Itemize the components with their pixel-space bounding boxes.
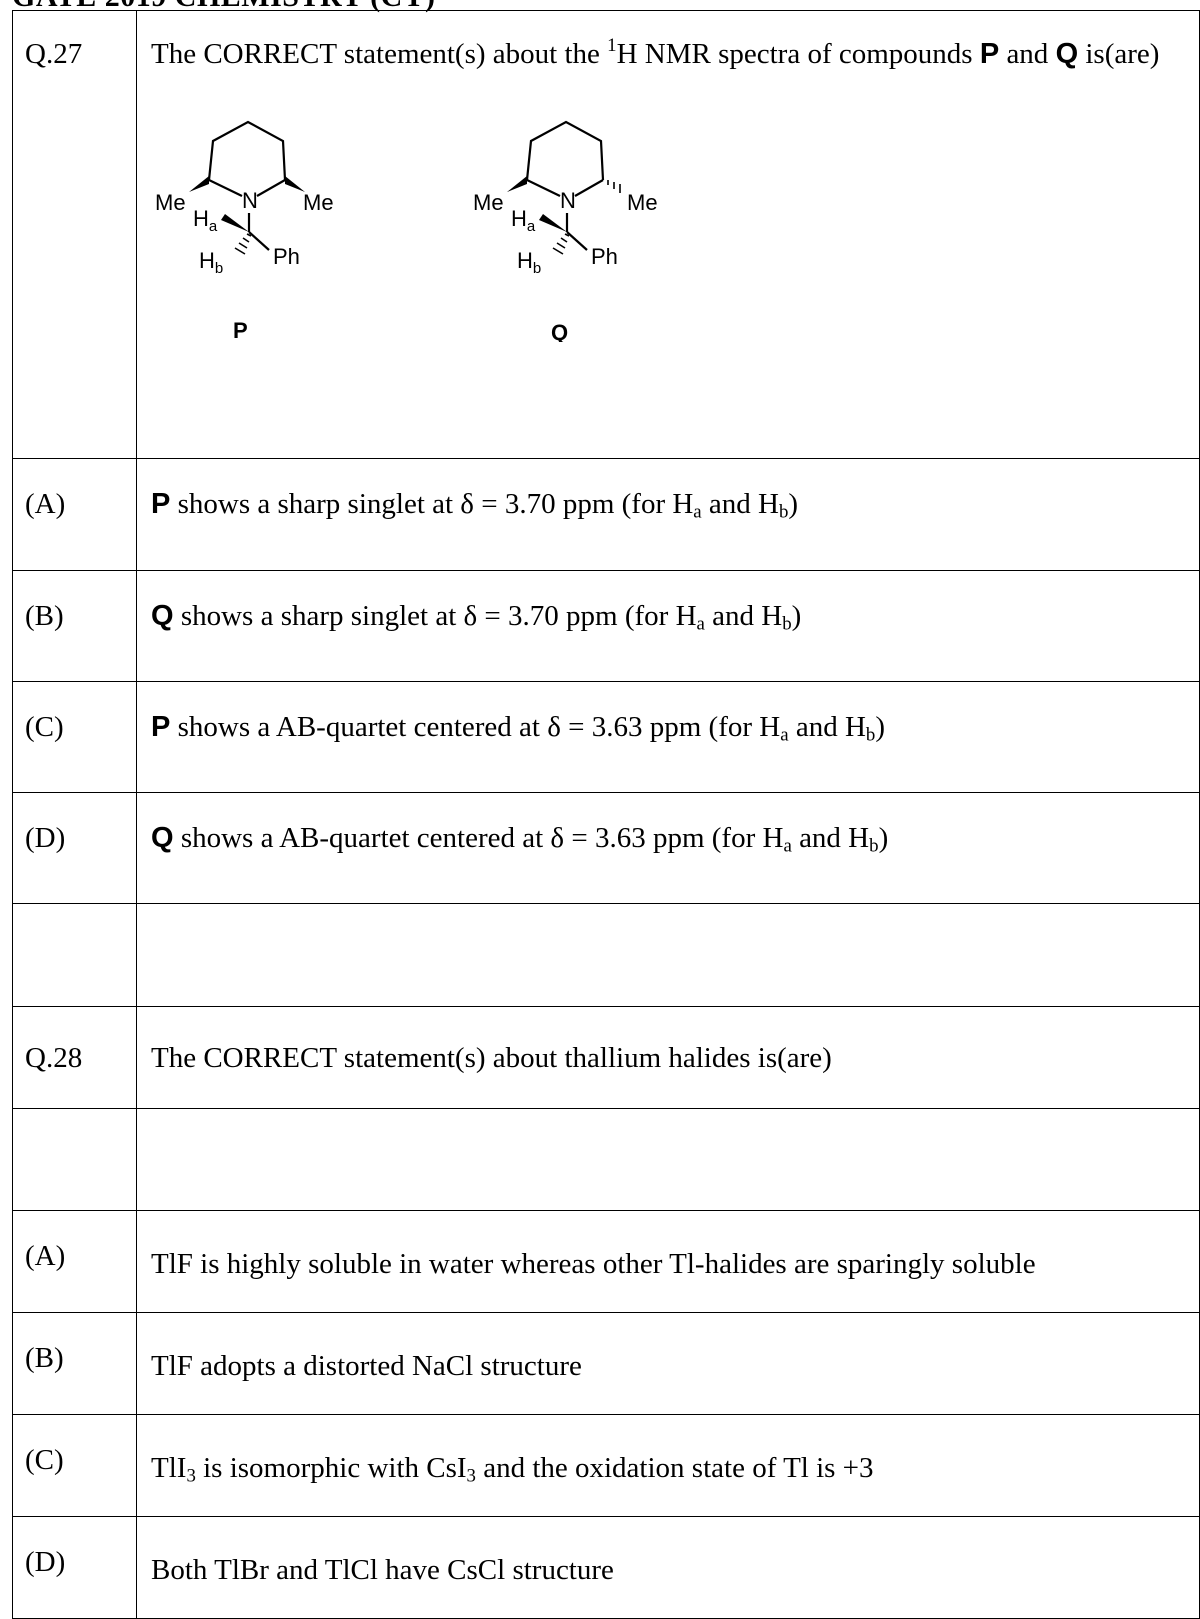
stem-text: is(are): [1078, 38, 1160, 70]
option-row: (A) P shows a sharp singlet at δ = 3.70 …: [12, 458, 1200, 571]
question-stem-cell: The CORRECT statement(s) about thallium …: [136, 1006, 1200, 1109]
option-text-cell: Q shows a sharp singlet at δ = 3.70 ppm …: [136, 570, 1200, 682]
q28-stem-row: Q.28 The CORRECT statement(s) about thal…: [12, 1006, 1200, 1109]
wedge-bond-ha: [221, 213, 249, 232]
option-text-cell: TlI3 is isomorphic with CsI3 and the oxi…: [136, 1414, 1200, 1517]
atom-label-hb: Hb: [517, 248, 541, 277]
option-letter: (D): [25, 1546, 66, 1578]
option-letter-cell: (A): [12, 458, 137, 571]
option-text: TlI3 is isomorphic with CsI3 and the oxi…: [151, 1452, 874, 1487]
atom-label-me-left: Me: [473, 190, 504, 215]
atom-label-hb: Hb: [199, 248, 223, 277]
empty-cell: [12, 1108, 137, 1211]
ring-bonds: [525, 120, 605, 180]
wedge-bond: [507, 175, 527, 192]
wedge-bond: [189, 175, 209, 192]
option-letter: (A): [25, 488, 66, 520]
wedge-bond-ha: [539, 213, 567, 232]
atom-label-me-right: Me: [303, 190, 334, 215]
structures-area: N Me Me Ha Hb P: [151, 72, 1199, 352]
option-text-cell: TlF is highly soluble in water whereas o…: [136, 1210, 1200, 1313]
q27-stem-row: Q.27 The CORRECT statement(s) about the …: [12, 10, 1200, 459]
stem-superscript: 1: [607, 34, 617, 56]
empty-cell: [136, 1108, 1200, 1211]
question-number-cell: Q.28: [12, 1006, 137, 1109]
bond: [574, 178, 604, 197]
option-row: (D) Both TlBr and TlCl have CsCl structu…: [12, 1516, 1200, 1619]
stem-text: H NMR spectra of compounds: [616, 38, 980, 70]
atom-label-me-right: Me: [627, 190, 658, 215]
option-row: (B) TlF adopts a distorted NaCl structur…: [12, 1312, 1200, 1415]
option-row: (B) Q shows a sharp singlet at δ = 3.70 …: [12, 570, 1200, 682]
ring-bonds: [207, 120, 287, 180]
option-text-cell: Both TlBr and TlCl have CsCl structure: [136, 1516, 1200, 1619]
bond: [526, 178, 561, 197]
option-letter-cell: (D): [12, 1516, 137, 1619]
option-letter: (C): [25, 711, 64, 743]
bond: [566, 230, 588, 251]
option-letter-cell: (B): [12, 1312, 137, 1415]
option-text-cell: Q shows a AB-quartet centered at δ = 3.6…: [136, 792, 1200, 904]
question-table: Q.27 The CORRECT statement(s) about the …: [12, 10, 1200, 1619]
atom-label-ph: Ph: [273, 244, 300, 269]
option-letter: (B): [25, 600, 64, 632]
empty-row: [12, 1108, 1200, 1211]
atom-label-n: N: [242, 188, 258, 213]
question-number: Q.27: [25, 38, 83, 70]
empty-cell: [12, 903, 137, 1007]
compound-label-q: Q: [551, 320, 568, 342]
structure-p: N Me Me Ha Hb P: [155, 120, 334, 342]
option-letter: (C): [25, 1444, 64, 1476]
atom-label-ha: Ha: [511, 206, 536, 235]
option-row: (A) TlF is highly soluble in water where…: [12, 1210, 1200, 1313]
option-text: P shows a sharp singlet at δ = 3.70 ppm …: [151, 488, 799, 523]
option-text-cell: P shows a AB-quartet centered at δ = 3.6…: [136, 681, 1200, 793]
structure-q: N Me Me Ha Hb P: [473, 120, 658, 342]
option-letter: (D): [25, 822, 66, 854]
compound-p-ref: P: [979, 38, 1000, 70]
stem-text: and: [999, 38, 1056, 70]
question-stem-cell: The CORRECT statement(s) about the 1H NM…: [136, 10, 1200, 459]
empty-row: [12, 903, 1200, 1007]
question-number-cell: Q.27: [12, 10, 137, 459]
hash-bond-hb: [234, 233, 252, 255]
option-text: TlF adopts a distorted NaCl structure: [151, 1350, 582, 1382]
structures-figure: N Me Me Ha Hb P: [155, 120, 658, 342]
option-text: P shows a AB-quartet centered at δ = 3.6…: [151, 711, 886, 746]
empty-cell: [136, 903, 1200, 1007]
atom-label-me-left: Me: [155, 190, 186, 215]
question-stem: The CORRECT statement(s) about the 1H NM…: [151, 11, 1199, 72]
option-letter-cell: (C): [12, 1414, 137, 1517]
option-text: Q shows a sharp singlet at δ = 3.70 ppm …: [151, 600, 802, 635]
option-letter: (A): [25, 1240, 66, 1272]
option-text: Q shows a AB-quartet centered at δ = 3.6…: [151, 822, 889, 857]
atom-label-n: N: [560, 188, 576, 213]
atom-label-ha: Ha: [193, 206, 218, 235]
option-row: (D) Q shows a AB-quartet centered at δ =…: [12, 792, 1200, 904]
compound-q-ref: Q: [1055, 38, 1079, 70]
question-number: Q.28: [25, 1042, 83, 1074]
option-letter-cell: (D): [12, 792, 137, 904]
option-text-cell: P shows a sharp singlet at δ = 3.70 ppm …: [136, 458, 1200, 571]
bond: [248, 230, 270, 251]
question-stem: The CORRECT statement(s) about thallium …: [151, 1042, 832, 1074]
hash-bond-hb: [552, 233, 570, 255]
option-letter-cell: (B): [12, 570, 137, 682]
option-row: (C) TlI3 is isomorphic with CsI3 and the…: [12, 1414, 1200, 1517]
wedge-bond: [285, 175, 305, 192]
option-row: (C) P shows a AB-quartet centered at δ =…: [12, 681, 1200, 793]
compound-label-p: P: [233, 318, 248, 342]
page-header: GATE 2019 CHEMISTRY (CY): [12, 0, 435, 14]
bond: [208, 178, 243, 197]
option-letter-cell: (A): [12, 1210, 137, 1313]
option-text: TlF is highly soluble in water whereas o…: [151, 1248, 1036, 1280]
atom-label-ph: Ph: [591, 244, 618, 269]
bond: [256, 178, 286, 197]
option-text: Both TlBr and TlCl have CsCl structure: [151, 1554, 614, 1586]
option-letter: (B): [25, 1342, 64, 1374]
option-text-cell: TlF adopts a distorted NaCl structure: [136, 1312, 1200, 1415]
hash-bond-me: [607, 179, 621, 193]
stem-text: The CORRECT statement(s) about the: [151, 38, 608, 70]
option-letter-cell: (C): [12, 681, 137, 793]
